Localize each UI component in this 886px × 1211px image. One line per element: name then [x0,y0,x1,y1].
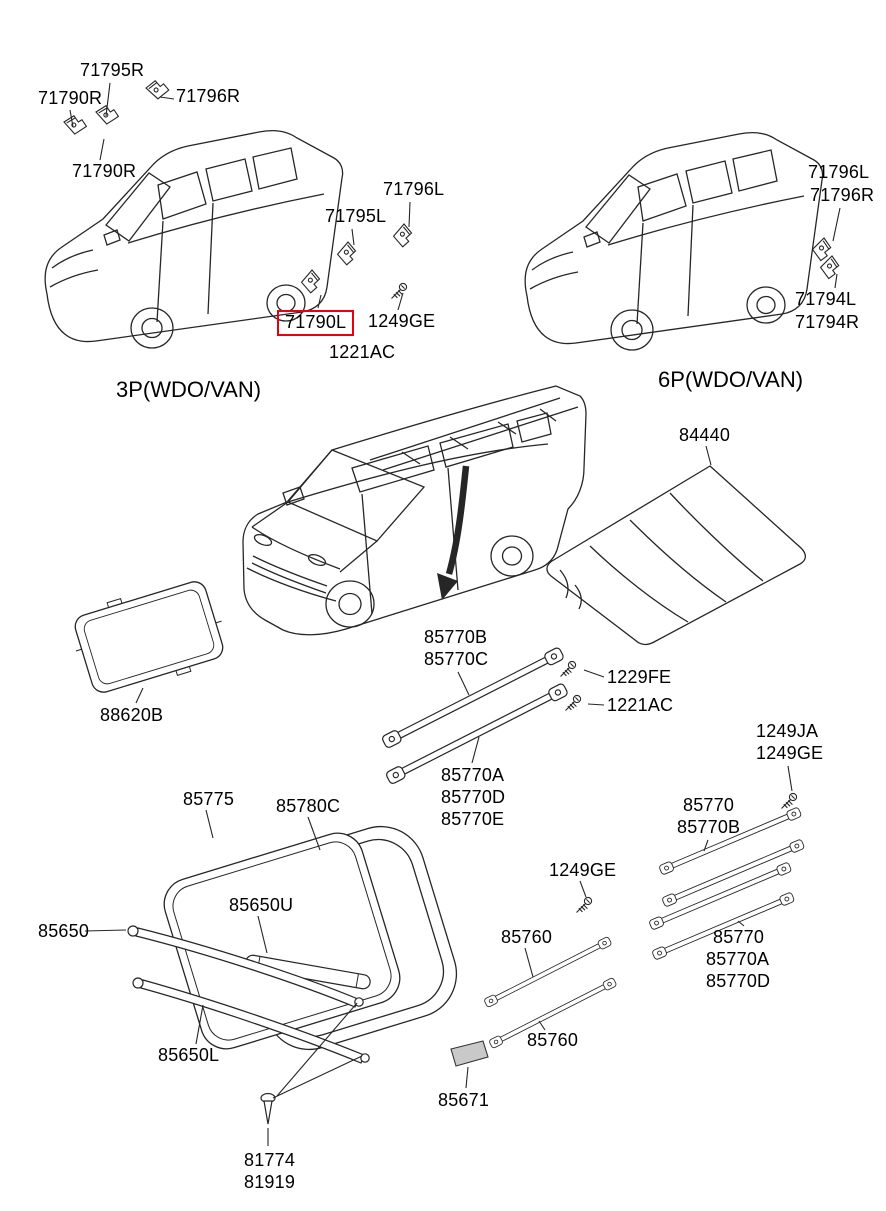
part-label-85775[interactable]: 85775 [183,789,235,809]
part-label-1249GE-3p[interactable]: 1249GE [368,311,436,331]
part-label-85770E[interactable]: 85770E [441,809,505,829]
part-label-71795L[interactable]: 71795L [325,206,387,226]
part-label-81774[interactable]: 81774 [244,1150,296,1170]
drawing-roof-mat-84440 [546,465,807,646]
part-label-85770D-right[interactable]: 85770D [706,971,771,991]
part-label-85770C[interactable]: 85770C [424,649,489,669]
drawing-clip-71790R-top [62,113,89,137]
drawing-strap-85650 [127,925,364,1008]
part-label-71790L-selected[interactable]: 71790L [277,310,355,336]
part-label-71796R-6p[interactable]: 71796R [810,185,875,205]
part-label-1249GE-mid[interactable]: 1249GE [549,860,617,880]
part-label-85770A-center[interactable]: 85770A [441,765,505,785]
part-label-1249JA[interactable]: 1249JA [756,721,819,741]
caption-van-3p: 3P(WDO/VAN) [116,377,262,402]
part-label-71796L-3p[interactable]: 71796L [383,179,445,199]
part-label-85770-right2[interactable]: 85770 [713,927,765,947]
part-label-88620B[interactable]: 88620B [100,705,164,725]
part-label-71796R-top[interactable]: 71796R [176,86,241,106]
drawing-screw-1249GE-mid [575,896,593,914]
part-label-71790R-top[interactable]: 71790R [38,88,103,108]
part-label-85650[interactable]: 85650 [38,921,90,941]
part-label-1221AC-3p[interactable]: 1221AC [329,342,396,362]
part-label-81919[interactable]: 81919 [244,1172,296,1192]
leader-lines [69,82,841,1146]
part-label-71790R-mid[interactable]: 71790R [72,161,137,181]
part-label-71795R-top[interactable]: 71795R [80,60,145,80]
part-label-1229FE[interactable]: 1229FE [607,667,672,687]
part-label-85770B-center[interactable]: 85770B [424,627,488,647]
drawing-clip-71790L [298,268,324,296]
part-label-85760-a[interactable]: 85760 [501,927,553,947]
drawing-clip-71796L [390,222,416,250]
part-label-85770B-right[interactable]: 85770B [677,817,741,837]
drawing-van-6p [524,131,824,351]
part-label-85671[interactable]: 85671 [438,1090,490,1110]
part-label-85760-b[interactable]: 85760 [527,1030,579,1050]
part-label-85770-right1[interactable]: 85770 [683,795,735,815]
drawing-fastener-81774 [260,1092,276,1125]
part-label-85650U[interactable]: 85650U [229,895,294,915]
drawing-screw-1229FE [559,660,577,678]
drawing-screw-1249JA [780,792,798,810]
part-label-85650L[interactable]: 85650L [158,1045,220,1065]
part-label-1221AC-center[interactable]: 1221AC [607,695,674,715]
drawing-van-center [242,385,587,636]
part-label-85770A-right[interactable]: 85770A [706,949,770,969]
callout-arrow [445,465,470,575]
drawing-clip-71795L [334,240,360,268]
part-label-71794R[interactable]: 71794R [795,312,860,332]
part-label-85780C[interactable]: 85780C [276,796,341,816]
drawing-sunroof-88620B [74,581,224,693]
part-label-85770D-center[interactable]: 85770D [441,787,506,807]
part-label-71794L[interactable]: 71794L [795,289,857,309]
drawing-screw-1249GE-3p [390,282,408,300]
drawing-clip-85671 [450,1040,489,1067]
part-label-84440[interactable]: 84440 [679,425,731,445]
caption-van-6p: 6P(WDO/VAN) [658,367,804,392]
callout-arrow-head [437,573,458,600]
drawing-screw-1221AC [564,694,582,712]
part-label-71796L-6p[interactable]: 71796L [808,162,870,182]
part-label-1249GE-right[interactable]: 1249GE [756,743,824,763]
